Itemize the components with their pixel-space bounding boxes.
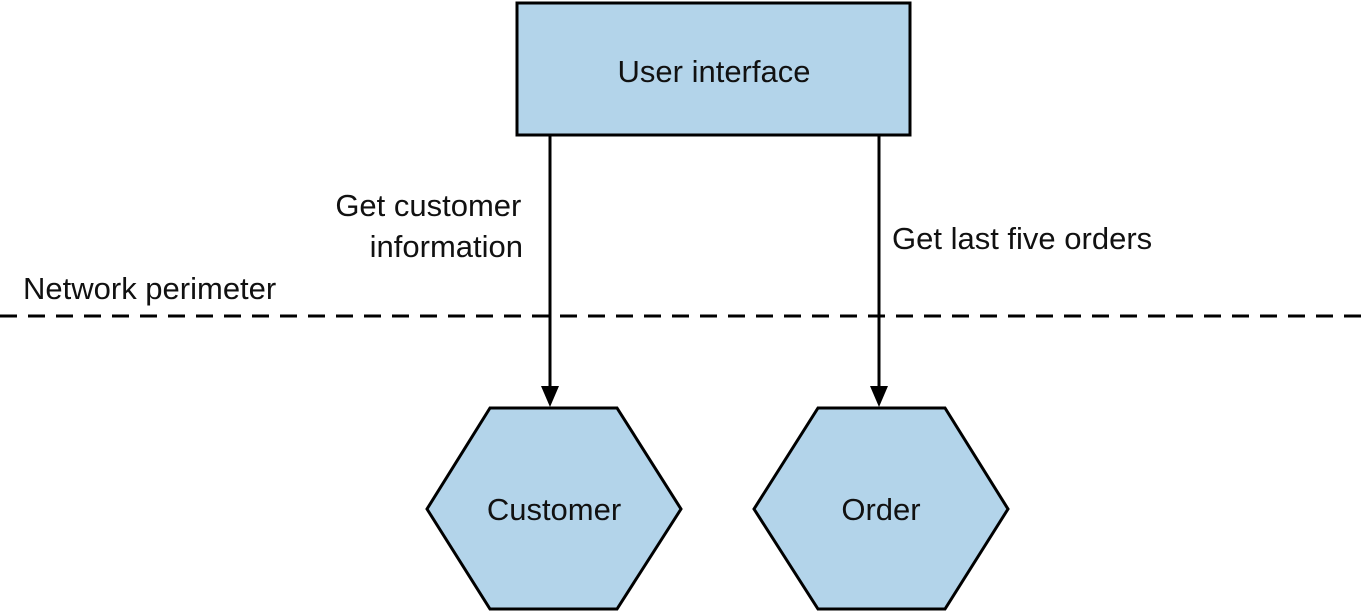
user-interface-node[interactable]: User interface [515,1,912,137]
customer-hexagon [425,406,683,611]
order-arrowhead [870,386,888,407]
order-call-label: Get last five orders [892,221,1152,256]
order-connector [870,135,888,407]
customer-arrowhead [541,386,559,407]
customer-service-node[interactable]: Customer [425,406,683,611]
user-interface-box [515,1,912,137]
order-service-node[interactable]: Order [752,406,1010,611]
order-label: Order [841,492,920,527]
order-hexagon [752,406,1010,611]
network-perimeter-label: Network perimeter [23,271,276,306]
customer-connector [541,135,559,407]
user-interface-label: User interface [618,54,811,89]
customer-call-label-line-1: Get customer [335,188,521,223]
customer-call-label: Get customer information [335,188,530,264]
customer-call-label-line-2: information [370,229,523,264]
customer-label: Customer [487,492,621,527]
